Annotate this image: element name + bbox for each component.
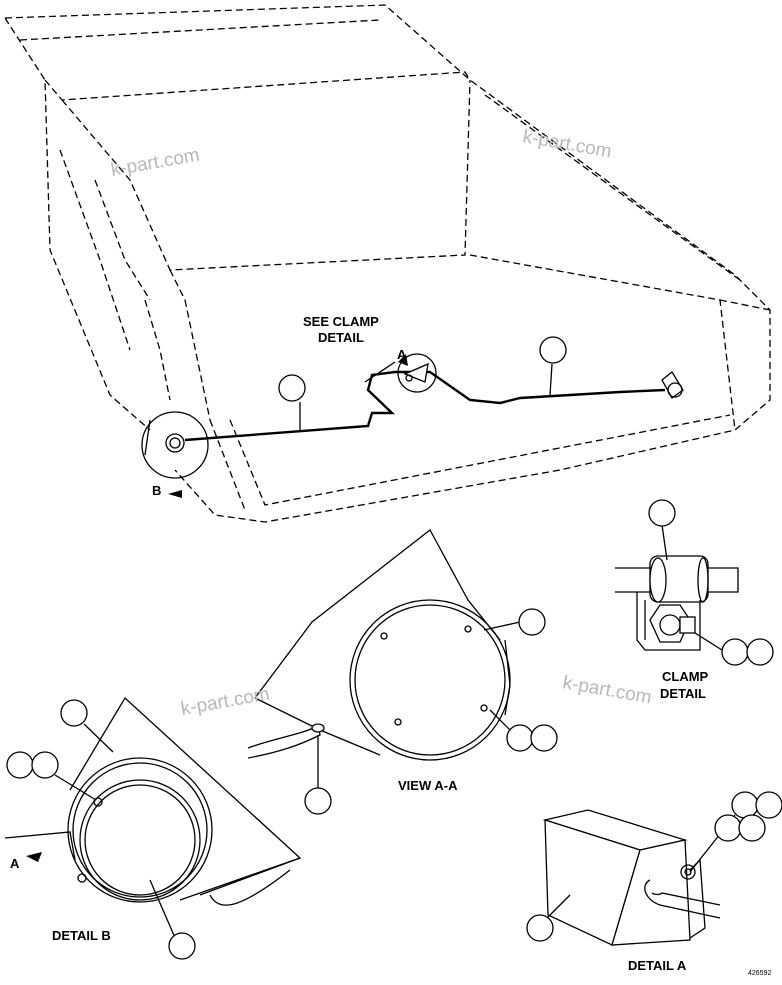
clamp-item-bubble-1 bbox=[648, 499, 676, 527]
detaila-item-bubble-5 bbox=[526, 914, 554, 942]
view-aa-callout bbox=[397, 353, 437, 393]
detaila-item-bubble-4 bbox=[738, 814, 766, 842]
clamp-item-bubble-2 bbox=[721, 638, 749, 666]
watermark-3: k-part.com bbox=[179, 684, 271, 720]
harness-clamp bbox=[661, 371, 684, 399]
watermark-1: k-part.com bbox=[109, 145, 201, 181]
detail-b-drawing bbox=[4, 696, 302, 941]
clamp-detail-drawing bbox=[615, 524, 739, 651]
clamp-item-bubble-3 bbox=[746, 638, 774, 666]
viewaa-item-bubble-4 bbox=[304, 787, 332, 815]
clamp-detail-line1: CLAMP bbox=[662, 669, 709, 684]
arrow-b-label: B bbox=[152, 483, 161, 498]
item-bubbles-main bbox=[278, 336, 567, 432]
detaila-item-bubble-2 bbox=[755, 791, 782, 819]
detail-b-label: DETAIL B bbox=[52, 928, 111, 943]
detail-a-label: DETAIL A bbox=[628, 958, 687, 973]
view-aa-drawing bbox=[247, 529, 521, 790]
viewaa-item-bubble-3 bbox=[530, 724, 558, 752]
detailb-item-bubble-3 bbox=[31, 751, 59, 779]
detail-b-callout bbox=[141, 411, 209, 498]
detailb-item-bubble-4 bbox=[168, 932, 196, 960]
detailb-item-bubble-1 bbox=[60, 699, 88, 727]
wire-harness bbox=[184, 361, 666, 442]
drawing-number: 426592 bbox=[748, 970, 771, 977]
see-clamp-detail-line2: DETAIL bbox=[318, 330, 364, 345]
view-aa-label: VIEW A-A bbox=[398, 778, 458, 793]
watermark-4: k-part.com bbox=[561, 672, 653, 708]
clamp-detail-line2: DETAIL bbox=[660, 686, 706, 701]
arrow-a-detail-label: A bbox=[10, 856, 20, 871]
watermark-2: k-part.com bbox=[521, 126, 613, 162]
arrow-a-label: A bbox=[397, 347, 407, 362]
detail-a-drawing bbox=[539, 809, 736, 946]
see-clamp-detail-line1: SEE CLAMP bbox=[303, 314, 379, 329]
viewaa-item-bubble-2 bbox=[506, 724, 534, 752]
cab-outline bbox=[4, 4, 771, 523]
detaila-item-bubble-1 bbox=[731, 791, 759, 819]
detaila-item-bubble-3 bbox=[714, 814, 742, 842]
viewaa-item-bubble-1 bbox=[518, 608, 546, 636]
detailb-item-bubble-2 bbox=[6, 751, 34, 779]
